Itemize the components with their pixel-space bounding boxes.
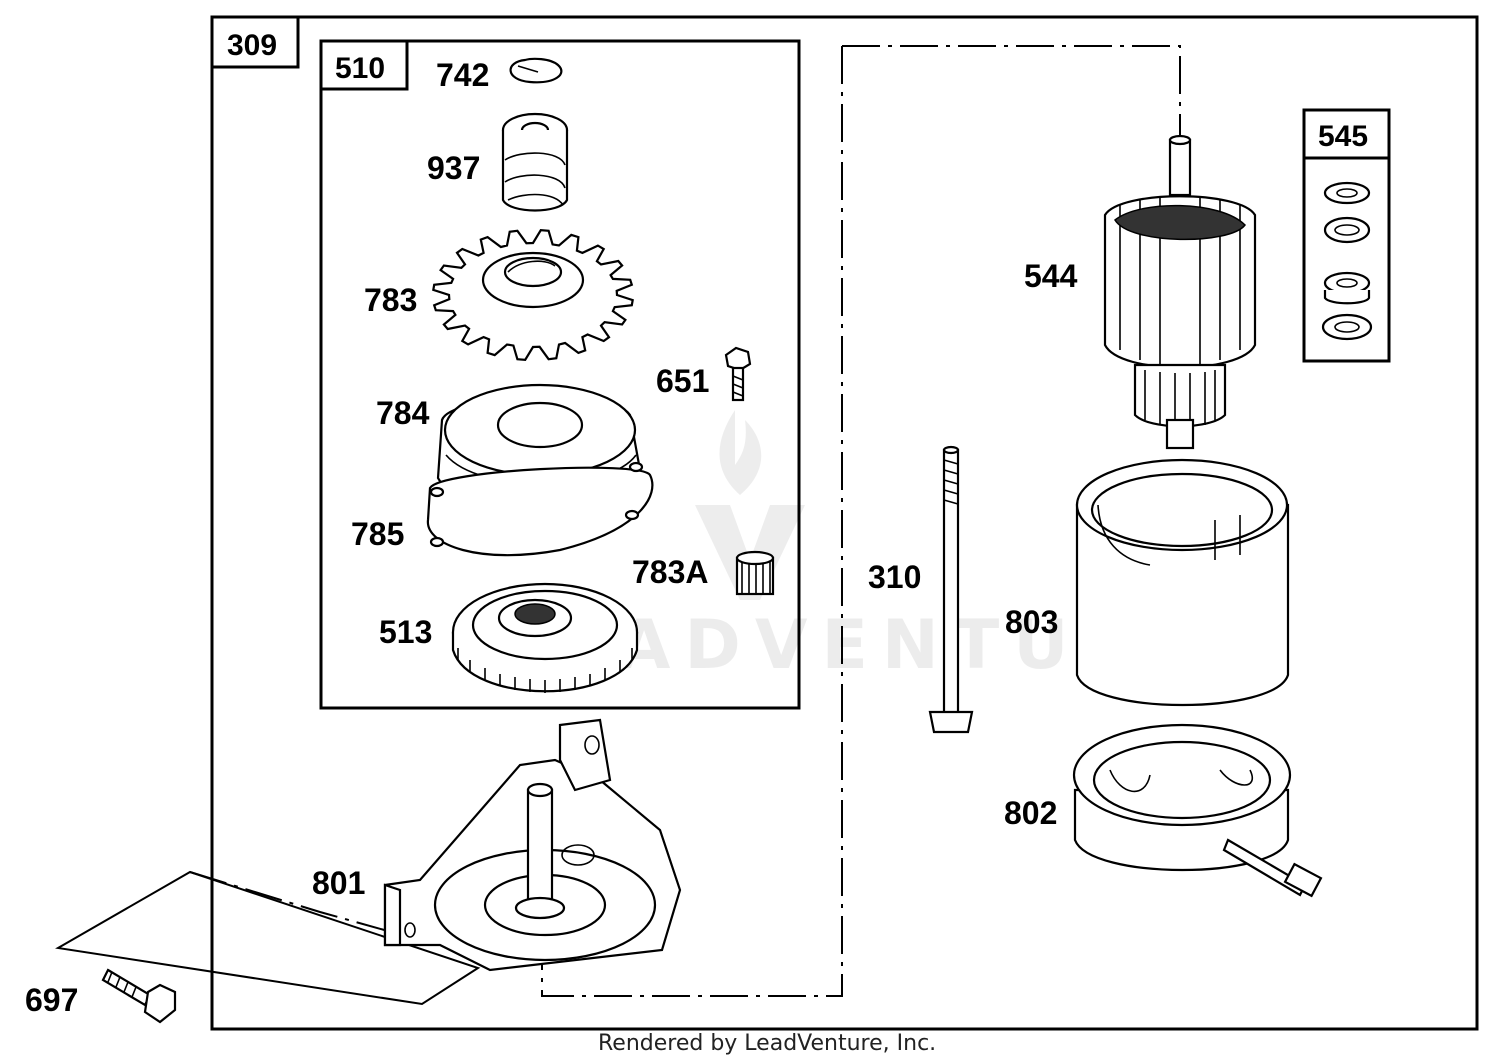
callout-742: 742 [436,57,489,93]
kit-545-label-box [1302,108,1391,160]
callout-513: 513 [379,614,432,650]
part-802-brush-end [1072,723,1323,898]
callout-784: 784 [376,395,430,431]
part-803-frame [1075,458,1290,706]
callout-783a: 783A [632,554,709,590]
bolt-697-leader [55,870,481,1006]
callout-651: 651 [656,363,709,399]
assembly-510-label: 510 [335,52,385,85]
part-545-washers [1321,181,1373,341]
callout-783: 783 [364,282,417,318]
callout-785: 785 [351,516,404,552]
part-783a-pinion [735,550,775,596]
assembly-309-label-box [210,15,300,69]
part-651-screw [724,346,752,402]
part-742-ring [509,57,563,84]
part-785-gasket [426,461,654,557]
assembly-510-frame [319,39,801,710]
part-697-bolt [101,968,177,1024]
callout-544: 544 [1024,258,1078,294]
part-801-end-housing [383,718,682,972]
callout-802: 802 [1004,795,1057,831]
part-937-spring [501,112,569,212]
assembly-309-frame [210,15,1479,1031]
part-783-gear [432,229,634,361]
callout-310: 310 [868,559,921,595]
assembly-path-line [541,45,1181,997]
assembly-309-label: 309 [227,29,277,62]
part-513-ring-gear [451,582,639,693]
callout-937: 937 [427,150,480,186]
part-310-through-bolt [928,445,974,734]
callout-801: 801 [312,865,365,901]
kit-545-label: 545 [1318,120,1368,153]
part-544-armature [1103,134,1257,450]
assembly-510-label-box [319,39,409,91]
callout-803: 803 [1005,604,1058,640]
footer-credit: Rendered by LeadVenture, Inc. [598,1031,936,1056]
callout-697: 697 [25,982,78,1018]
